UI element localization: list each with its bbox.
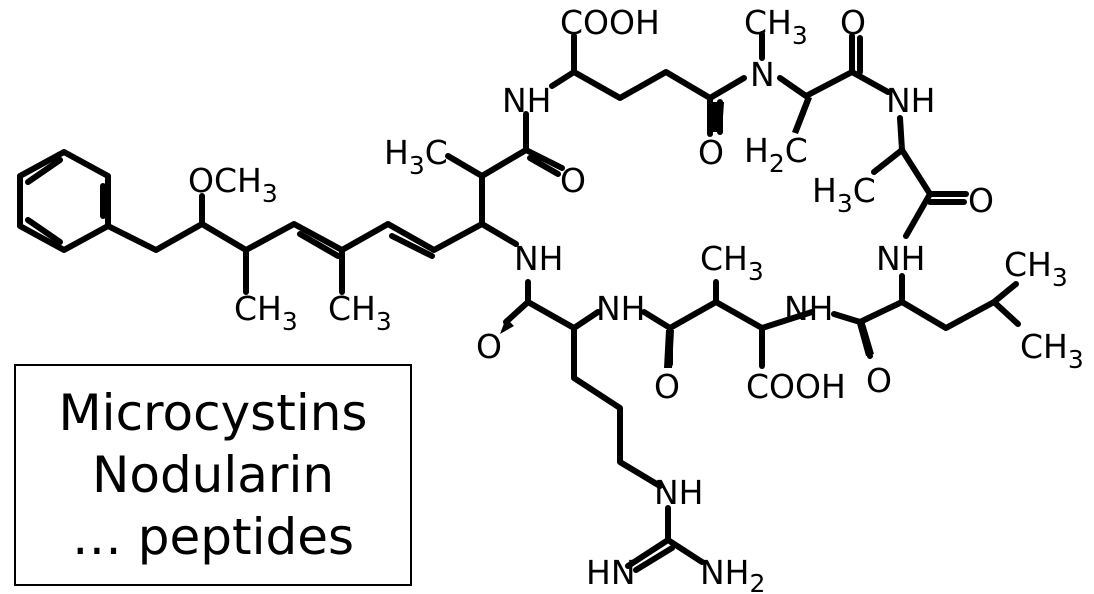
o-masp-label: O: [654, 367, 680, 406]
o-arg-label: O: [476, 327, 502, 366]
o-leu-label: O: [866, 361, 892, 400]
ch3-b-label: CH3: [328, 289, 392, 336]
h3c-left-label: H3C: [384, 133, 448, 180]
ch3-leu-top-label: CH3: [1004, 245, 1068, 292]
och3-label: OCH3: [188, 161, 278, 208]
o-top-right-label: O: [840, 3, 866, 42]
bond-lines: [17, 31, 1021, 573]
nh2-guanidine-label: NH2: [700, 553, 765, 594]
wedge-bonds: [500, 96, 874, 368]
n-atom-label: N: [750, 55, 775, 94]
nh-mid-left-label: NH: [514, 239, 564, 278]
nh-top-right-label: NH: [886, 81, 936, 120]
cooh-bottom-label: COOH: [746, 367, 846, 406]
caption-line-nodularin: Nodularin: [91, 446, 335, 504]
nh-arg-label: NH: [596, 289, 646, 328]
nh-masp-label: NH: [784, 289, 834, 328]
caption-box: Microcystins Nodularin … peptides: [14, 364, 412, 586]
nh-top-left-label: NH: [502, 81, 552, 120]
atom-labels: COOH CH3 N O NH NH O H2C H3C O H3C O OCH…: [188, 3, 1084, 594]
benzene-ring: [17, 149, 111, 253]
ch3-leu-bottom-label: CH3: [1020, 327, 1084, 374]
nh-mid-right-label: NH: [876, 239, 926, 278]
hn-guanidine-label: HN: [586, 553, 636, 592]
o-ala-left-label: O: [560, 161, 586, 200]
o-right-label: O: [968, 181, 994, 220]
ch3-a-label: CH3: [234, 289, 298, 336]
nh-guanidine-label: NH: [654, 473, 704, 512]
h2c-label: H2C: [744, 131, 808, 178]
caption-line-peptides: … peptides: [71, 508, 355, 566]
h3c-right-label: H3C: [812, 171, 876, 218]
o-glu-label: O: [698, 133, 724, 172]
n-methyl-label: CH3: [744, 3, 808, 50]
caption-line-microcystins: Microcystins: [58, 384, 368, 442]
cooh-top-label: COOH: [560, 3, 660, 42]
ch3-top-mid-label: CH3: [700, 239, 764, 286]
